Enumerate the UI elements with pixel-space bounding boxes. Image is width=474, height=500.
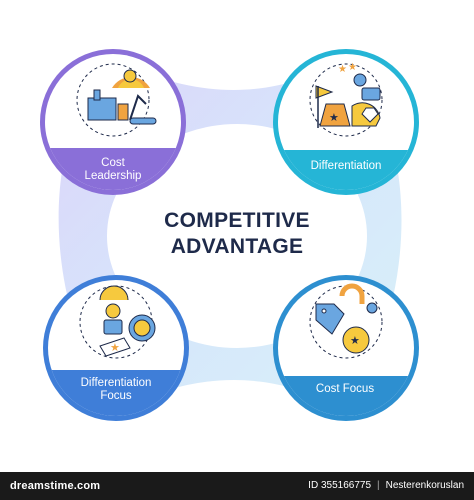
svg-text:★: ★ xyxy=(329,112,339,124)
label-line-1: Differentiation xyxy=(310,160,382,172)
stock-footer-bar: dreamstime.com ID 355166775 | Nesterenkoru… xyxy=(0,472,474,500)
brand-differentiation-icon: ★ ★ ★ xyxy=(309,62,383,137)
label-cost-leadership: Cost Leadership xyxy=(63,157,163,183)
center-title: COMPETITIVE ADVANTAGE xyxy=(120,208,354,260)
site-logo[interactable]: dreamstime.com xyxy=(10,480,100,492)
title-line-2: ADVANTAGE xyxy=(170,235,304,258)
price-tag-target-icon: ★ xyxy=(309,283,383,359)
targeted-audience-icon: ★ xyxy=(79,285,156,359)
image-id: ID 355166775 xyxy=(308,480,372,491)
label-line-2: Focus xyxy=(100,390,132,402)
segment-cost-focus: ★ xyxy=(273,275,419,421)
svg-text:★: ★ xyxy=(348,62,357,73)
label-line-2: Leadership xyxy=(84,170,142,182)
separator: | xyxy=(377,480,380,491)
footer-meta: ID 355166775 | Nesterenkoruslan xyxy=(308,480,464,491)
site-suffix: time.com xyxy=(50,480,101,492)
svg-text:★: ★ xyxy=(338,64,347,75)
author-name: Nesterenkoruslan xyxy=(385,480,464,491)
svg-text:★: ★ xyxy=(350,335,360,347)
label-differentiation: Differentiation xyxy=(288,160,404,173)
label-cost-focus: Cost Focus xyxy=(290,383,400,396)
label-line-1: Cost xyxy=(101,157,125,169)
segment-cost-leadership xyxy=(40,49,186,195)
label-differentiation-focus: Differentiation Focus xyxy=(58,377,174,403)
label-line-1: Differentiation xyxy=(80,377,152,389)
site-prefix: dreams xyxy=(10,480,51,492)
diagram-graphic: ★ ★ ★ xyxy=(40,49,419,421)
factory-production-cost-icon xyxy=(76,63,157,137)
svg-text:★: ★ xyxy=(110,342,120,354)
label-line-1: Cost Focus xyxy=(315,383,375,395)
title-line-1: COMPETITIVE xyxy=(164,209,310,232)
